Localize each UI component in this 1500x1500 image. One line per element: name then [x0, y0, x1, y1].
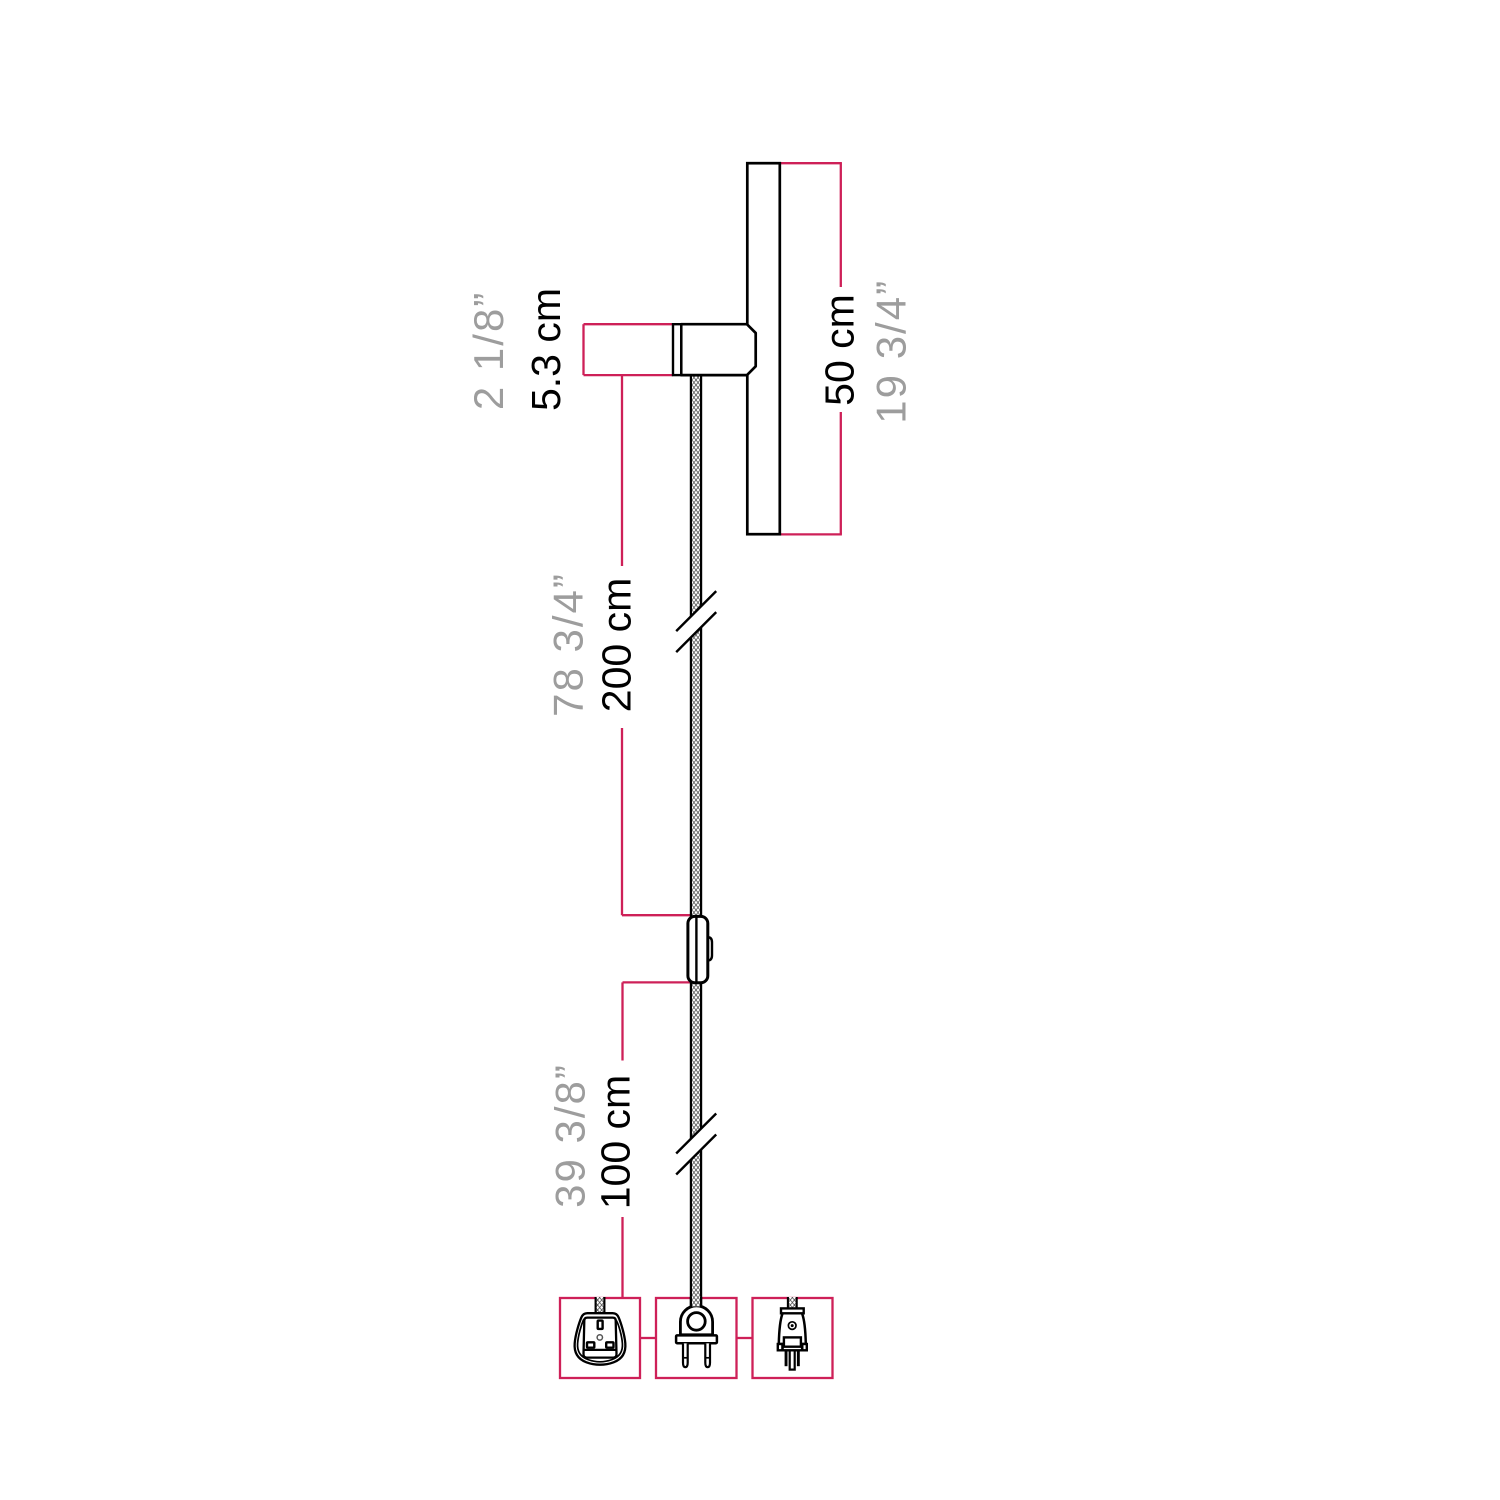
- svg-text:5.3 cm: 5.3 cm: [523, 288, 569, 411]
- svg-text:100 cm: 100 cm: [593, 1075, 639, 1209]
- svg-text:19 3/4”: 19 3/4”: [868, 279, 915, 424]
- svg-text:39 3/8”: 39 3/8”: [547, 1063, 594, 1208]
- svg-text:2 1/8”: 2 1/8”: [465, 291, 512, 410]
- svg-text:50 cm: 50 cm: [816, 294, 862, 406]
- svg-text:78 3/4”: 78 3/4”: [545, 572, 592, 717]
- svg-text:200 cm: 200 cm: [594, 578, 640, 712]
